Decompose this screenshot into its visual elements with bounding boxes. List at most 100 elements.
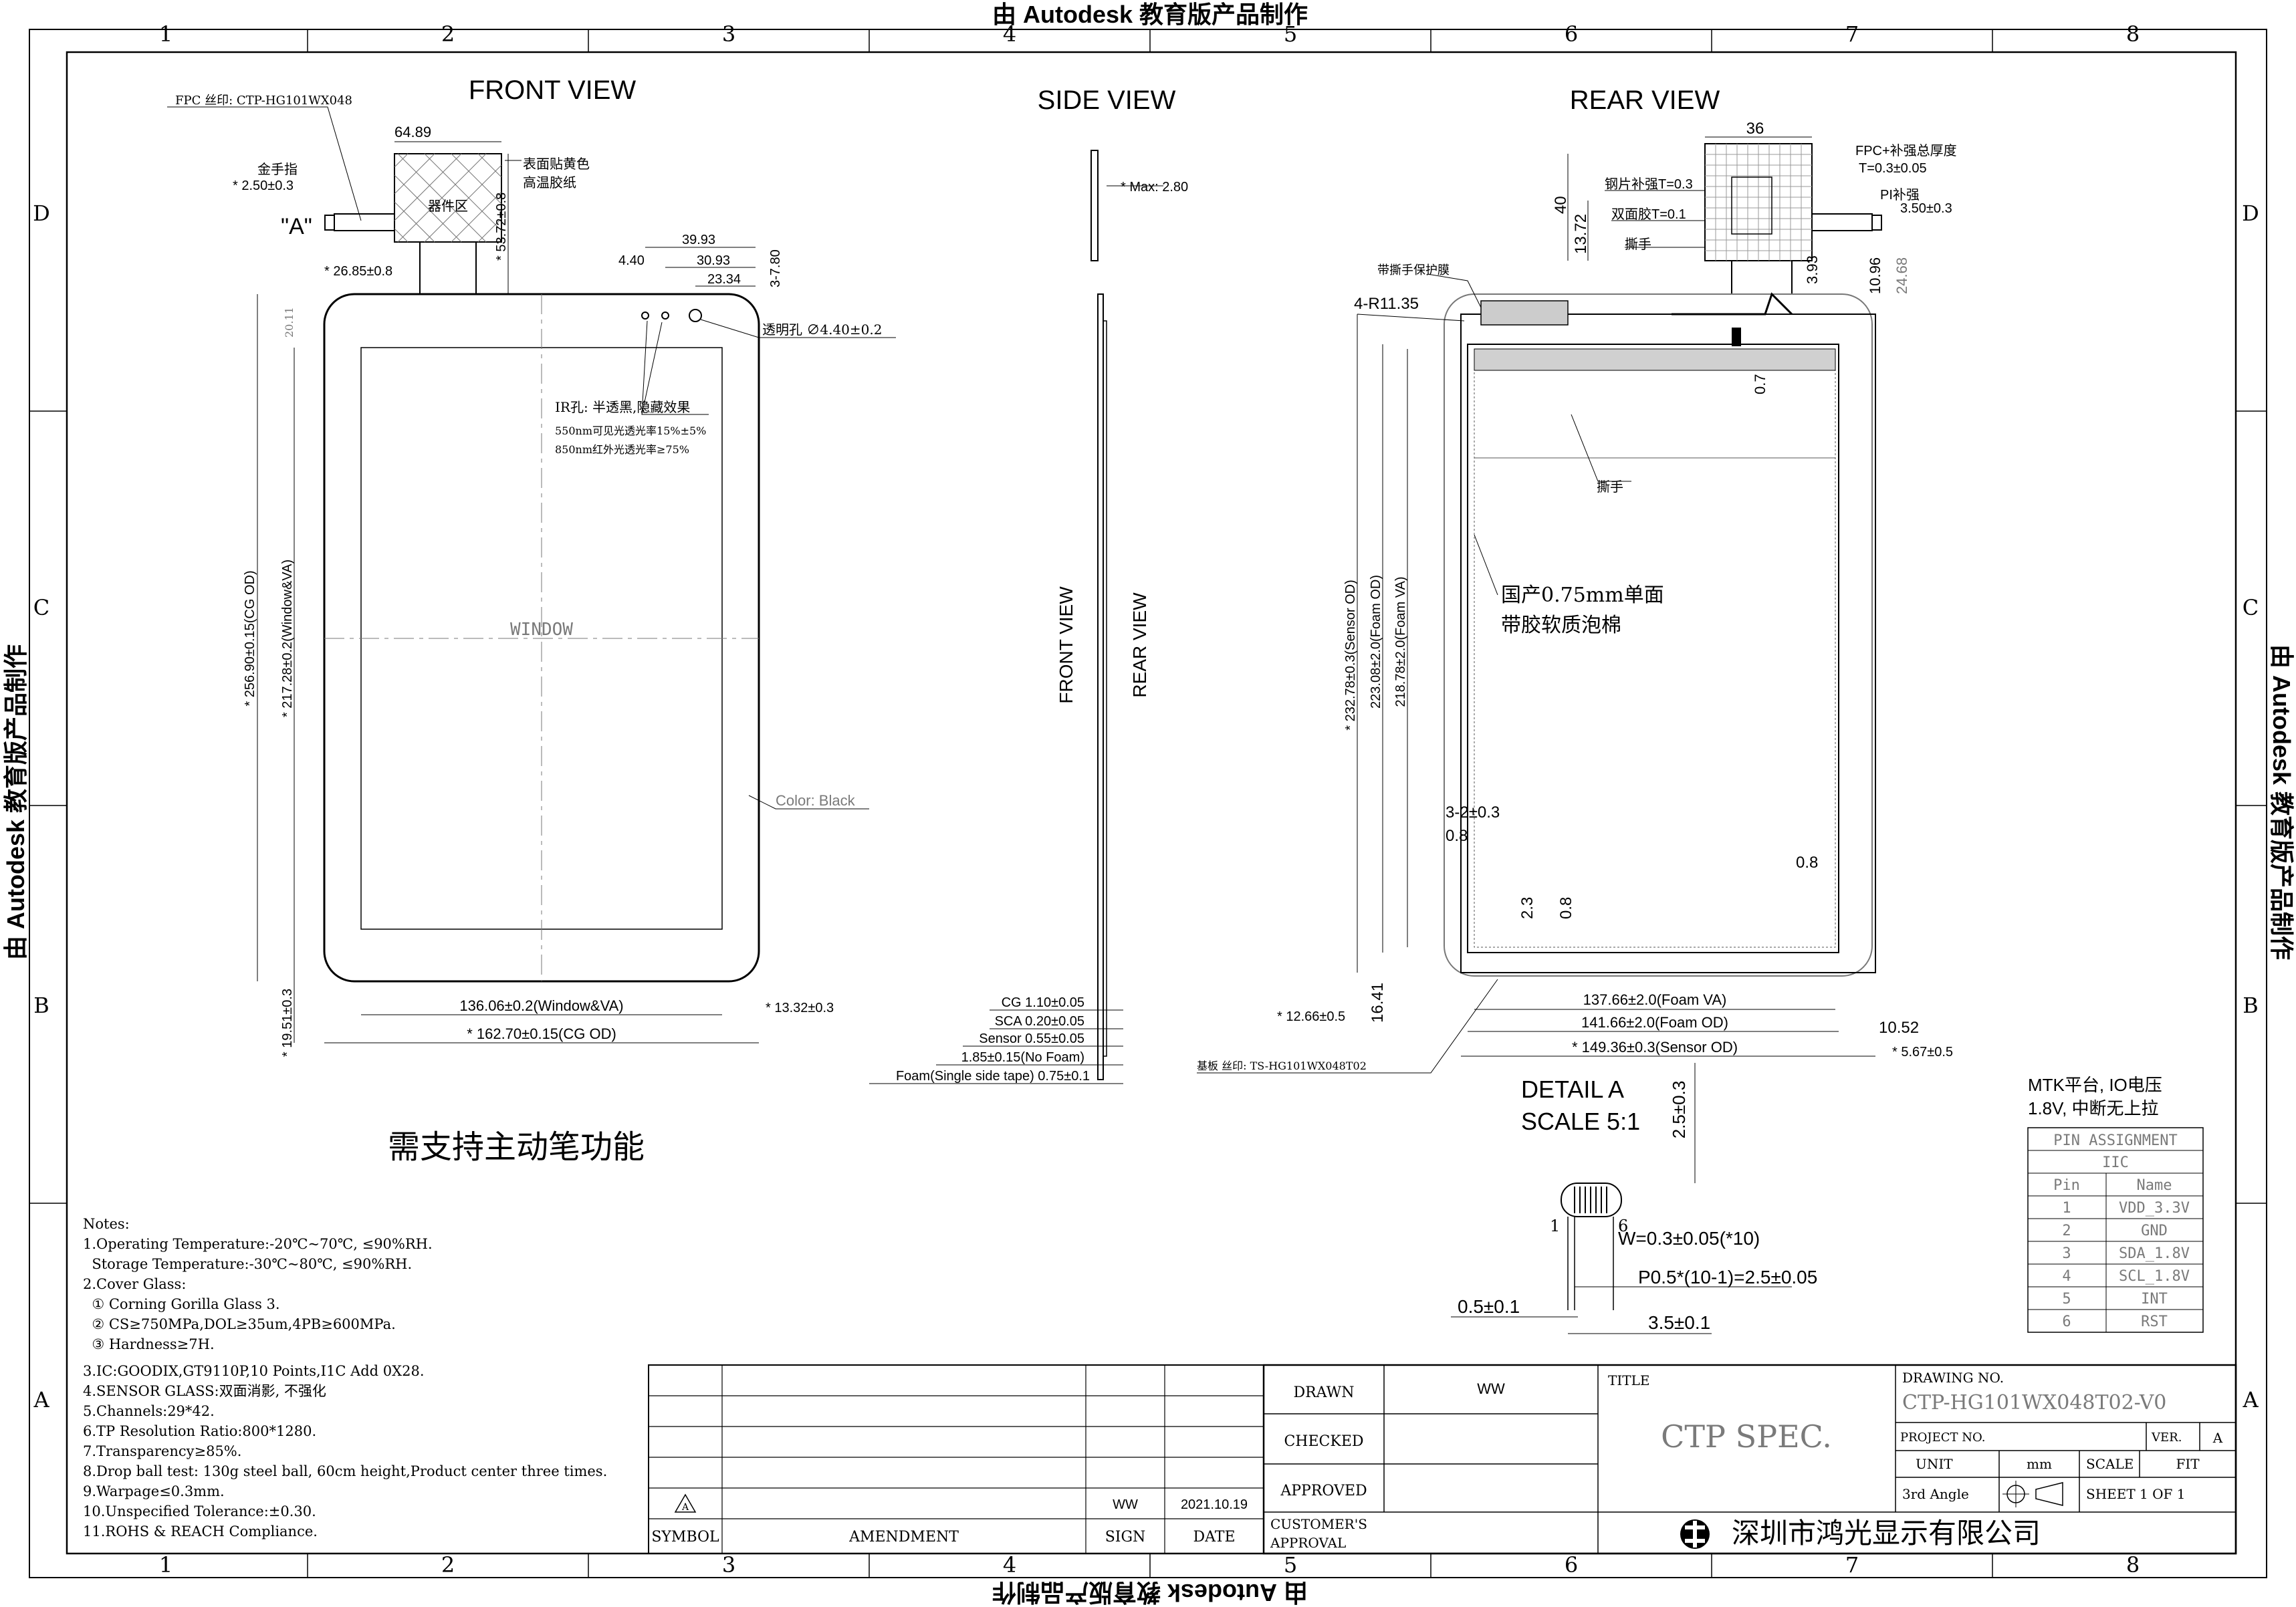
side-margin-dim: * 13.32±0.3	[766, 1001, 834, 1015]
row-label-right-c: C	[2243, 595, 2259, 620]
rear-dim-13-72: 13.72	[1572, 214, 1590, 254]
note-line-12: 8.Drop ball test: 130g steel ball, 60cm …	[83, 1463, 607, 1479]
gold-finger-dim: * 2.50±0.3	[233, 178, 294, 193]
foam-va-horizontal: 137.66±2.0(Foam VA)	[1583, 991, 1727, 1008]
dim-3-7-80: 3-7.80	[768, 249, 783, 287]
tb-checked-label: CHECKED	[1284, 1433, 1363, 1450]
col-label-bottom-1: 1	[159, 1552, 173, 1578]
dim-39-93: 39.93	[682, 233, 715, 247]
rev-date: 2021.10.19	[1181, 1497, 1248, 1512]
base-print-label: 基板 丝印: TS-HG101WX048T02	[1197, 1060, 1367, 1072]
note-line-15: 11.ROHS & REACH Compliance.	[83, 1523, 318, 1539]
dim-3-50: 3.50±0.3	[1900, 201, 1952, 216]
tb-drawn-by: WW	[1477, 1380, 1505, 1397]
rear-dim-10-96: 10.96	[1867, 257, 1883, 294]
note-line-14: 10.Unspecified Tolerance:±0.30.	[83, 1503, 316, 1519]
rev-header-amendment: AMENDMENT	[848, 1529, 959, 1546]
tb-ver: A	[2212, 1430, 2223, 1446]
ir-note-2: 850nm红外光透光率≥75%	[555, 443, 689, 456]
dim-5-67: * 5.67±0.5	[1892, 1045, 1953, 1060]
row-label-right-b: B	[2243, 993, 2259, 1018]
stack-sensor: Sensor 0.55±0.05	[979, 1031, 1084, 1046]
tb-approved-label: APPROVED	[1280, 1483, 1367, 1499]
rear-view-title: REAR VIEW	[1570, 86, 1720, 115]
zone-ticks	[29, 29, 2267, 1578]
tb-unit: mm	[2027, 1456, 2052, 1472]
tb-scale-label: SCALE	[2086, 1456, 2134, 1472]
rear-dim-36: 36	[1746, 120, 1764, 138]
dim-12-66: * 12.66±0.5	[1277, 1009, 1345, 1024]
pin-row-4-name: SCL_1.8V	[2119, 1268, 2190, 1285]
row-label-left-c: C	[33, 595, 49, 620]
front-view: FRONT VIEW 器件区 WINDOW FPC 丝印: CTP-HG101W…	[167, 76, 896, 1166]
row-label-right-a: A	[2242, 1387, 2259, 1412]
note-line-13: 9.Warpage≤0.3mm.	[83, 1483, 225, 1499]
protective-film-tab	[1480, 300, 1569, 326]
detail-title: DETAIL A	[1521, 1076, 1624, 1103]
side-front-label: FRONT VIEW	[1056, 586, 1076, 704]
fpc-total-t: T=0.3±0.05	[1859, 161, 1927, 176]
pin-assignment: MTK平台, IO电压 1.8V, 中断无上拉 PIN ASSIGNMENT I…	[2027, 1075, 2204, 1333]
outer-frame	[29, 29, 2267, 1578]
pin-header-pin: Pin	[2053, 1177, 2080, 1194]
col-label-top-4: 4	[1003, 21, 1016, 47]
window-va-vertical: * 217.28±0.2(Window&VA)	[280, 560, 295, 717]
surface-note-2: 高温胶纸	[523, 174, 576, 191]
tb-customer-2: APPROVAL	[1270, 1535, 1346, 1551]
detail-dim-0-5: 0.5±0.1	[1458, 1296, 1520, 1317]
mtk-line-1: MTK平台, IO电压	[2028, 1075, 2162, 1095]
dim-4-40: 4.40	[618, 253, 645, 268]
fpc-length-dim: * 53.72±0.8	[494, 193, 509, 261]
zone-labels: 1 2 3 4 5 6 7 8 1 2 3 4 5 6 7 8 D C B A …	[33, 21, 2259, 1578]
row-label-right-d: D	[2242, 201, 2259, 226]
row-label-left-d: D	[33, 201, 50, 226]
rear-dim-24-68: 24.68	[1893, 257, 1910, 294]
pin-row-2-name: GND	[2141, 1223, 2168, 1239]
note-line-8: 4.SENSOR GLASS:双面消影, 不强化	[83, 1383, 326, 1399]
rear-dim-3-93: 3.93	[1804, 255, 1821, 284]
tb-unit-label: UNIT	[1916, 1456, 1953, 1472]
note-line-3: 2.Cover Glass:	[83, 1276, 186, 1292]
pin-row-6-num: 6	[2062, 1314, 2071, 1330]
dim-16-41: 16.41	[1369, 983, 1387, 1023]
col-label-bottom-8: 8	[2126, 1552, 2140, 1578]
note-line-9: 5.Channels:29*42.	[83, 1403, 215, 1419]
pin-row-2-num: 2	[2062, 1223, 2071, 1239]
note-line-4: ① Corning Gorilla Glass 3.	[83, 1296, 280, 1312]
note-line-10: 6.TP Resolution Ratio:800*1280.	[83, 1423, 316, 1439]
dim-23-34: 23.34	[707, 272, 741, 287]
pin-table-bus: IIC	[2102, 1154, 2129, 1171]
row-label-left-b: B	[33, 993, 49, 1018]
pin-row-3-num: 3	[2062, 1245, 2071, 1262]
foam-od-horizontal: 141.66±2.0(Foam OD)	[1581, 1014, 1728, 1031]
mtk-line-2: 1.8V, 中断无上拉	[2028, 1098, 2159, 1118]
radius-dim: 4-R11.35	[1354, 295, 1419, 313]
tb-drawing-no-label: DRAWING NO.	[1902, 1370, 2004, 1386]
note-line-1: 1.Operating Temperature:-20℃~70℃, ≤90%RH…	[83, 1236, 433, 1252]
fpc-print-label: FPC 丝印: CTP-HG101WX048	[175, 94, 352, 108]
foam-va-outline	[1474, 348, 1836, 948]
pin-row-3-name: SDA_1.8V	[2119, 1245, 2190, 1262]
pin-row-1-num: 1	[2062, 1200, 2071, 1217]
cg-od-vertical: * 256.90±0.15(CG OD)	[243, 570, 257, 706]
dim-2-3: 2.3	[1518, 897, 1536, 919]
pin-row-5-num: 5	[2062, 1291, 2071, 1308]
stack-foam: Foam(Single side tape) 0.75±0.1	[896, 1069, 1090, 1084]
tb-customer-1: CUSTOMER'S	[1270, 1516, 1367, 1532]
stack-cg: CG 1.10±0.05	[1002, 995, 1084, 1010]
pin-row-4-num: 4	[2062, 1268, 2071, 1285]
col-label-top-3: 3	[722, 21, 735, 47]
rear-dim-40: 40	[1552, 196, 1570, 214]
tear-strip	[1474, 348, 1836, 371]
detail-a-ref: "A"	[281, 214, 312, 239]
col-label-bottom-7: 7	[1845, 1552, 1859, 1578]
ir-hole-label: IR孔: 半透黑,隐藏效果	[555, 399, 690, 415]
side-view-title: SIDE VIEW	[1038, 86, 1176, 115]
window-va-horizontal: 136.06±0.2(Window&VA)	[459, 997, 623, 1014]
double-sided-tape: 双面胶T=0.1	[1611, 207, 1686, 222]
pin-table-title: PIN ASSIGNMENT	[2053, 1132, 2177, 1149]
revision-table: A WW 2021.10.19 SYMBOL AMENDMENT SIGN DA…	[648, 1364, 1264, 1554]
surface-note-1: 表面贴黄色	[523, 156, 590, 172]
detail-a: DETAIL A SCALE 5:1 2.5±0.3 1 6 W=0.3±0.0…	[1451, 1063, 1817, 1334]
dim-3-2: 3-2±0.3	[1446, 804, 1500, 822]
